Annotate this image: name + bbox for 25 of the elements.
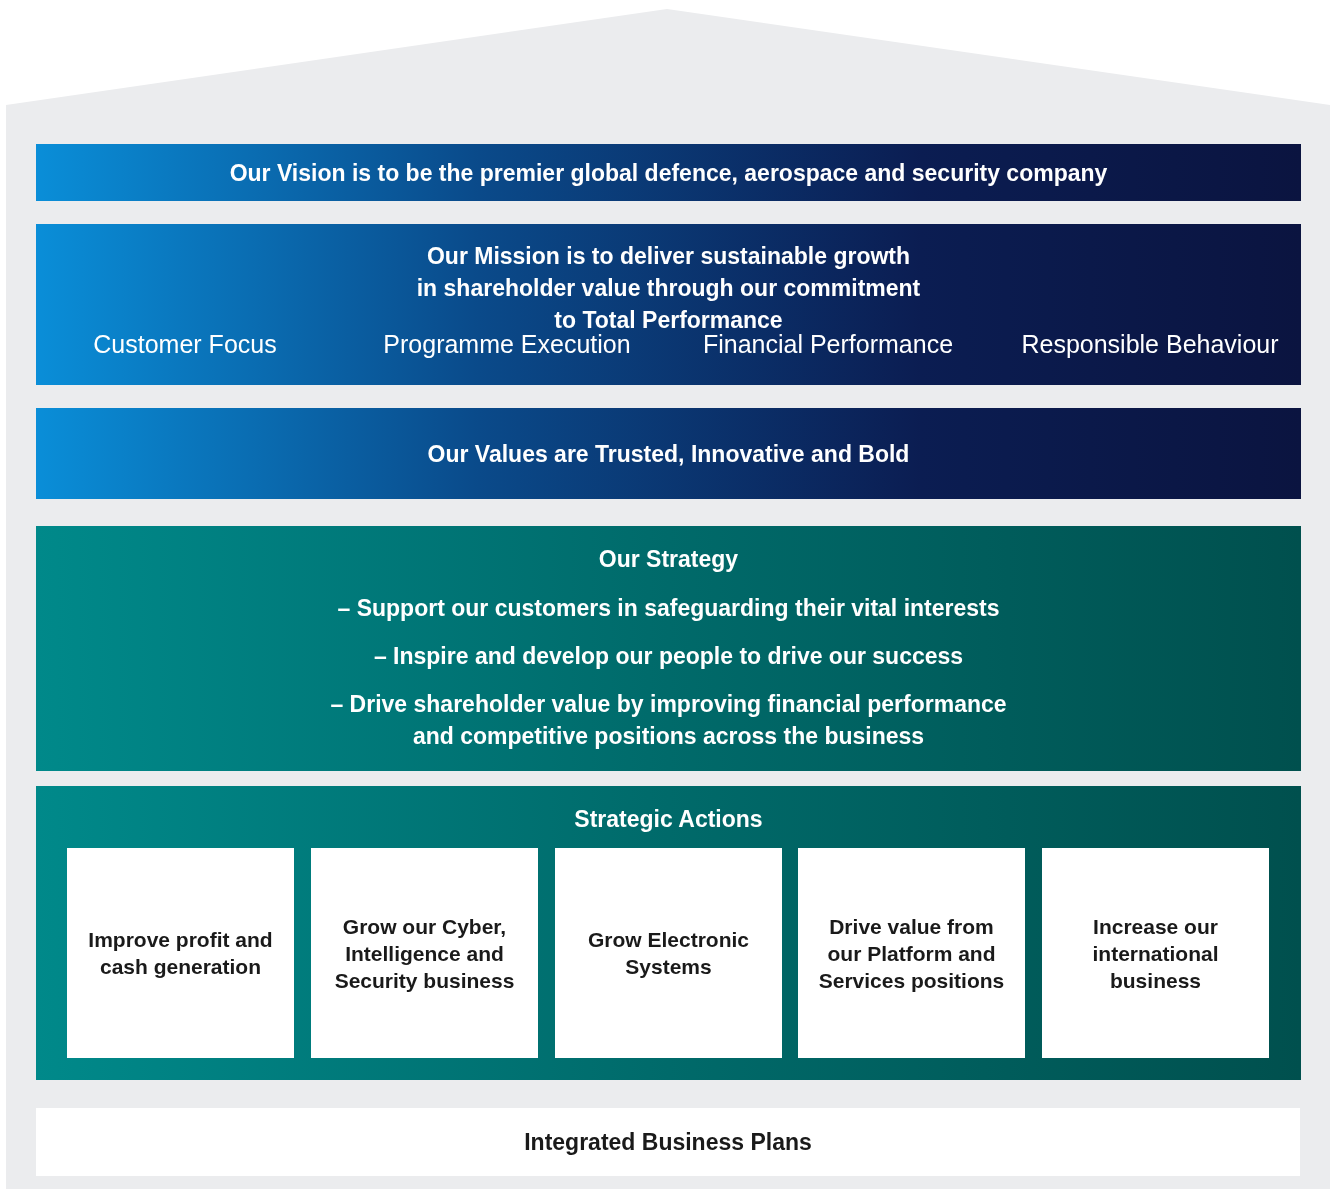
action-text: Grow our Cyber, Intelligence and Security business (333, 913, 516, 994)
mission-band (36, 224, 1301, 385)
values-band (36, 408, 1301, 499)
vision-band (36, 144, 1301, 201)
strategic-actions-panel (36, 786, 1301, 1080)
strategy-band (36, 526, 1301, 771)
action-card (555, 848, 782, 1058)
strategy-point: – Drive shareholder value by improving financial performance and competitive positions across the business (329, 690, 1008, 751)
action-text: Improve profit and cash generation (87, 927, 274, 980)
band-text: Our Vision is to be the premier global defence, aerospace and security company (228, 159, 1109, 188)
strategy-heading: Our Strategy (597, 545, 740, 574)
action-card (798, 848, 1025, 1058)
action-text: Drive value from our Platform and Services positions (817, 913, 1006, 994)
action-card (311, 848, 538, 1058)
band-text: Our Values are Trusted, Innovative and Bold (426, 440, 911, 469)
plans-text: Integrated Business Plans (523, 1128, 813, 1157)
action-card (67, 848, 294, 1058)
action-text: Grow Electronic Systems (586, 927, 750, 980)
pillar-label: Customer Focus (92, 329, 278, 360)
strategy-point: – Inspire and develop our people to drive our success (372, 642, 965, 671)
action-text: Increase our international business (1091, 913, 1220, 994)
action-card (1042, 848, 1269, 1058)
strategy-point: – Support our customers in safeguarding their vital interests (336, 594, 1001, 623)
panel-heading: Strategic Actions (573, 805, 764, 834)
pillar-label: Responsible Behaviour (1020, 329, 1280, 360)
